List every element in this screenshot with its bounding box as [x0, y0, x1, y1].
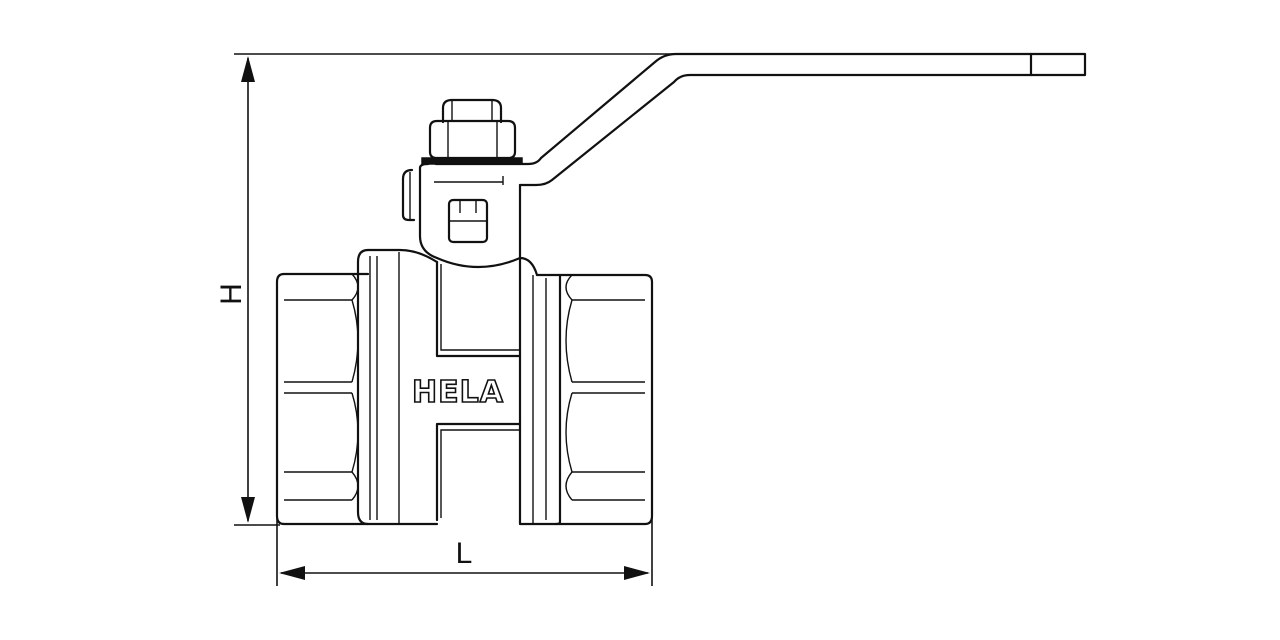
- right-threaded-port: [554, 273, 654, 526]
- height-dimension: H: [215, 53, 1085, 526]
- lever-handle: [401, 52, 1087, 222]
- stem-washer: [421, 157, 523, 165]
- length-arrow-left: [279, 566, 305, 580]
- valve-body: HELA: [356, 248, 562, 526]
- height-arrow-bottom: [241, 497, 255, 523]
- brand-marking: HELA: [412, 375, 504, 410]
- valve-neck: [418, 183, 522, 260]
- lower-hex-flat: [435, 422, 522, 522]
- stem-nut: [421, 98, 523, 165]
- upper-hex-flat: [435, 260, 522, 358]
- length-label: L: [456, 537, 473, 570]
- left-threaded-port: [275, 272, 370, 526]
- length-arrow-right: [624, 566, 650, 580]
- height-arrow-top: [241, 56, 255, 82]
- length-dimension: L: [276, 500, 653, 586]
- height-label: H: [215, 283, 248, 305]
